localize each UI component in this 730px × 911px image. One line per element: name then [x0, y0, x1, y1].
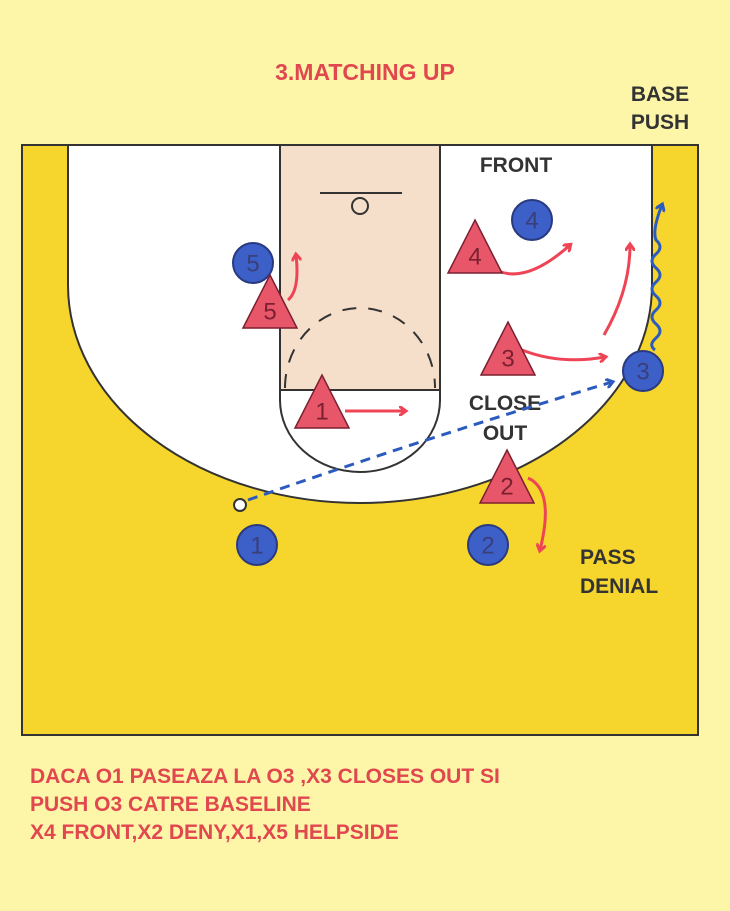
dribble-o3-baseline [650, 205, 662, 352]
player-number: 4 [468, 244, 481, 271]
offense-player-3: 3 [622, 350, 664, 392]
player-number: 2 [481, 533, 494, 560]
label-out: OUT [483, 422, 528, 445]
player-number: 2 [500, 474, 513, 501]
label-denial: DENIAL [580, 575, 658, 598]
arrow-x3-closeout [521, 348, 605, 360]
player-number: 4 [525, 208, 538, 235]
defense-player-5: 5 [241, 273, 299, 329]
offense-player-4: 4 [511, 199, 553, 241]
offense-player-5: 5 [232, 242, 274, 284]
player-number: 5 [246, 251, 259, 278]
offense-player-1: 1 [236, 524, 278, 566]
arrow-x2-deny [527, 476, 547, 550]
free-throw-circle-top [284, 307, 436, 389]
diagram-title: 3.MATCHING UP [275, 59, 455, 85]
player-number: 5 [263, 299, 276, 326]
label-push: PUSH [631, 111, 689, 134]
label-close: CLOSE [469, 392, 541, 415]
description-line-1: DACA O1 PASEAZA LA O3 ,X3 CLOSES OUT SI [30, 765, 500, 788]
player-number: 1 [250, 533, 263, 560]
lane [279, 144, 441, 391]
player-number: 1 [315, 399, 328, 426]
pass-line-o1-to-o3 [247, 382, 612, 502]
ball-icon [233, 498, 247, 512]
label-front: FRONT [480, 154, 552, 177]
defense-player-4: 4 [446, 218, 504, 274]
label-base: BASE [631, 83, 689, 106]
label-pass: PASS [580, 546, 636, 569]
player-number: 3 [636, 359, 649, 386]
description-line-2: PUSH O3 CATRE BASELINE [30, 793, 311, 816]
player-number: 3 [501, 346, 514, 373]
arrow-x5-help [286, 255, 297, 302]
arrow-x3-push [602, 245, 630, 336]
defense-player-2: 2 [478, 448, 536, 504]
description-line-3: X4 FRONT,X2 DENY,X1,X5 HELPSIDE [30, 821, 399, 844]
defense-player-3: 3 [479, 320, 537, 376]
defense-player-1: 1 [293, 373, 351, 429]
offense-player-2: 2 [467, 524, 509, 566]
hoop [351, 197, 369, 215]
